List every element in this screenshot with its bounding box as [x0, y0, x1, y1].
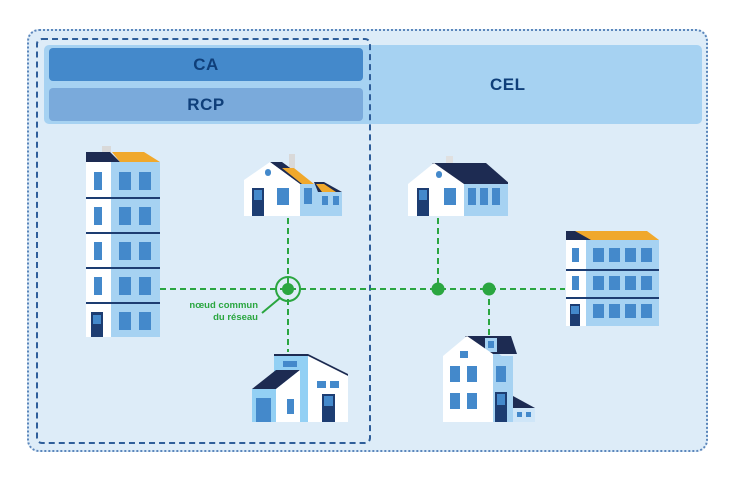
common-node-ring [275, 276, 301, 302]
house-tall [443, 336, 535, 422]
rcp-label: RCP [187, 94, 225, 114]
ca-label: CA [193, 54, 219, 74]
house-solar [244, 154, 342, 216]
junction-node-1 [431, 282, 445, 296]
ca-band: CA [49, 48, 363, 81]
common-node-dot [282, 283, 294, 295]
house-modern [252, 354, 348, 422]
junction-node-2 [482, 282, 496, 296]
node-label-line2: du réseau [213, 312, 258, 323]
node-label-leader [261, 297, 281, 314]
node-label-line1: nœud commun [189, 300, 258, 311]
apartment-block [566, 231, 659, 326]
cel-label: CEL [490, 75, 526, 94]
common-node-label: nœud commun du réseau [176, 300, 258, 324]
house-plain [408, 156, 508, 216]
apartment-tower [86, 146, 160, 337]
rcp-zone-frame [36, 38, 371, 444]
rcp-band: RCP [49, 88, 363, 121]
